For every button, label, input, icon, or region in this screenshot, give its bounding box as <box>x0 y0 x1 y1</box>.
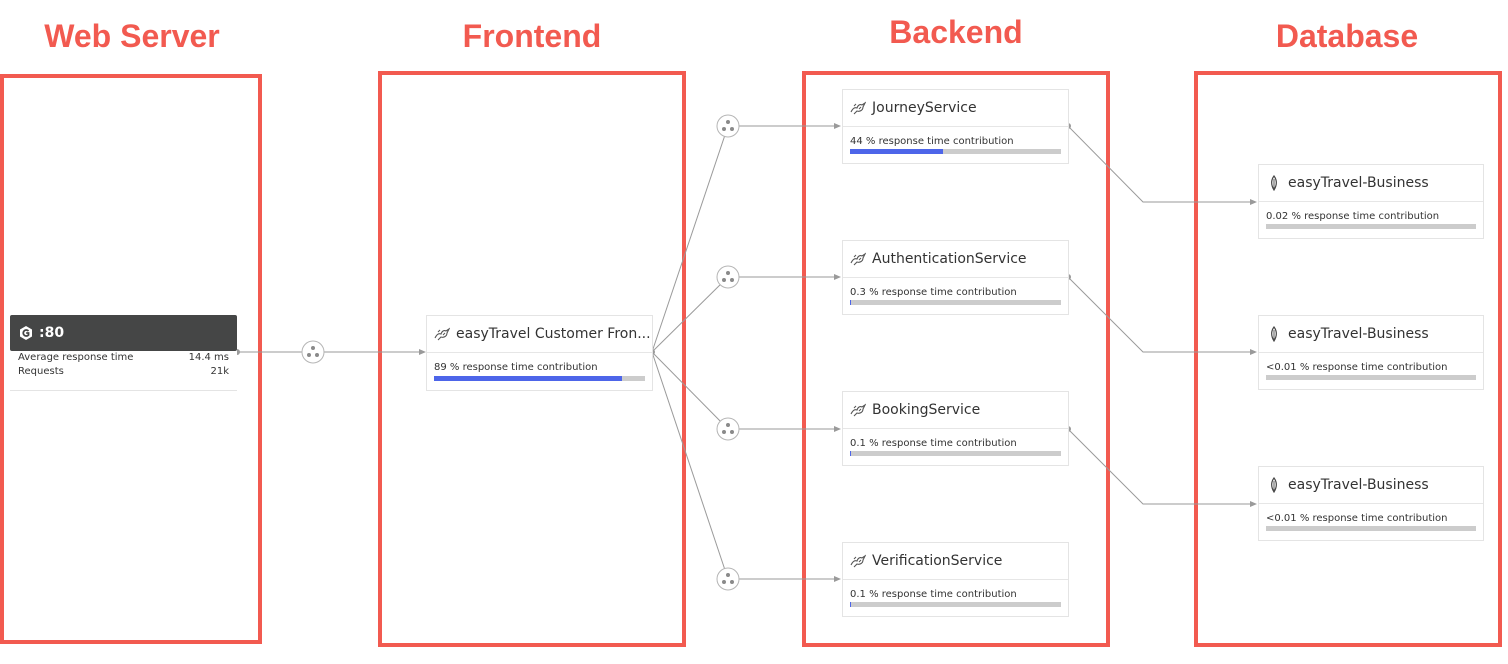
service-card-header: JourneyService <box>843 90 1068 127</box>
database-name: easyTravel-Business <box>1288 326 1429 342</box>
contribution-bar <box>850 602 1061 607</box>
mongodb-leaf-icon <box>1271 175 1277 191</box>
contribution-text: 0.02 % response time contribution <box>1266 211 1440 222</box>
backend-service-card-verification[interactable]: VerificationService 0.1 % response time … <box>842 542 1069 617</box>
contribution-bar <box>1266 526 1476 531</box>
contribution-bar <box>434 376 645 381</box>
contribution-text: <0.01 % response time contribution <box>1266 362 1448 373</box>
web-server-title: :80 <box>39 325 65 341</box>
database-name: easyTravel-Business <box>1288 477 1429 493</box>
contribution-bar <box>850 451 1061 456</box>
hub-node-icon <box>716 114 740 138</box>
service-name: BookingService <box>872 402 981 418</box>
service-name: JourneyService <box>872 100 977 116</box>
web-server-header: :80 <box>10 315 237 351</box>
contribution-text: 0.1 % response time contribution <box>850 438 1017 449</box>
contribution-text: 0.1 % response time contribution <box>850 589 1017 600</box>
database-card-header: easyTravel-Business <box>1259 467 1483 504</box>
contribution-bar-fill <box>850 300 851 305</box>
service-tiger-icon <box>850 554 866 568</box>
contribution-text: 0.3 % response time contribution <box>850 287 1017 298</box>
backend-service-card-authentication[interactable]: AuthenticationService 0.3 % response tim… <box>842 240 1069 315</box>
contribution-bar <box>850 149 1061 154</box>
service-card-header: easyTravel Customer Fron... <box>427 316 652 353</box>
service-name: easyTravel Customer Fron... <box>456 326 651 342</box>
contribution-bar <box>1266 375 1476 380</box>
tier-box-database <box>1194 71 1502 647</box>
service-name: VerificationService <box>872 553 1003 569</box>
metric-value: 21k <box>210 366 229 377</box>
tier-title-backend: Backend <box>889 14 1023 50</box>
service-tiger-icon <box>850 101 866 115</box>
metric-label: Requests <box>18 366 64 377</box>
database-card-header: easyTravel-Business <box>1259 316 1483 353</box>
mongodb-leaf-icon <box>1271 326 1277 342</box>
database-card-1[interactable]: easyTravel-Business 0.02 % response time… <box>1258 164 1484 239</box>
contribution-text: 44 % response time contribution <box>850 136 1014 147</box>
service-tiger-icon <box>434 327 450 341</box>
service-card-header: BookingService <box>843 392 1068 429</box>
database-card-2[interactable]: easyTravel-Business <0.01 % response tim… <box>1258 315 1484 390</box>
backend-service-card-booking[interactable]: BookingService 0.1 % response time contr… <box>842 391 1069 466</box>
database-card-3[interactable]: easyTravel-Business <0.01 % response tim… <box>1258 466 1484 541</box>
mongodb-leaf-icon <box>1271 477 1277 493</box>
tier-title-frontend: Frontend <box>462 18 602 54</box>
metric-value: 14.4 ms <box>188 352 229 363</box>
metric-label: Average response time <box>18 352 134 363</box>
contribution-text: <0.01 % response time contribution <box>1266 513 1448 524</box>
contribution-bar <box>850 300 1061 305</box>
database-name: easyTravel-Business <box>1288 175 1429 191</box>
service-tiger-icon <box>850 252 866 266</box>
tier-box-web-server <box>0 74 262 644</box>
tier-title-web-server: Web Server <box>44 18 220 54</box>
service-card-header: AuthenticationService <box>843 241 1068 278</box>
database-card-header: easyTravel-Business <box>1259 165 1483 202</box>
service-name: AuthenticationService <box>872 251 1027 267</box>
contribution-bar-fill <box>434 376 622 381</box>
nginx-hexagon-icon <box>20 326 32 340</box>
contribution-text: 89 % response time contribution <box>434 362 598 373</box>
service-card-header: VerificationService <box>843 543 1068 580</box>
tier-box-backend <box>802 71 1110 647</box>
hub-node-icon <box>716 265 740 289</box>
web-server-card[interactable]: :80 Average response time 14.4 ms Reques… <box>10 315 237 391</box>
hub-node-icon <box>716 567 740 591</box>
contribution-bar-fill <box>850 149 943 154</box>
frontend-service-card[interactable]: easyTravel Customer Fron... 89 % respons… <box>426 315 653 391</box>
contribution-bar <box>1266 224 1476 229</box>
metric-row: Average response time 14.4 ms <box>10 351 237 365</box>
metric-row: Requests 21k <box>10 365 237 379</box>
service-tiger-icon <box>850 403 866 417</box>
backend-service-card-journey[interactable]: JourneyService 44 % response time contri… <box>842 89 1069 164</box>
hub-node-icon <box>301 340 325 364</box>
tier-title-database: Database <box>1275 18 1419 54</box>
hub-node-icon <box>716 417 740 441</box>
